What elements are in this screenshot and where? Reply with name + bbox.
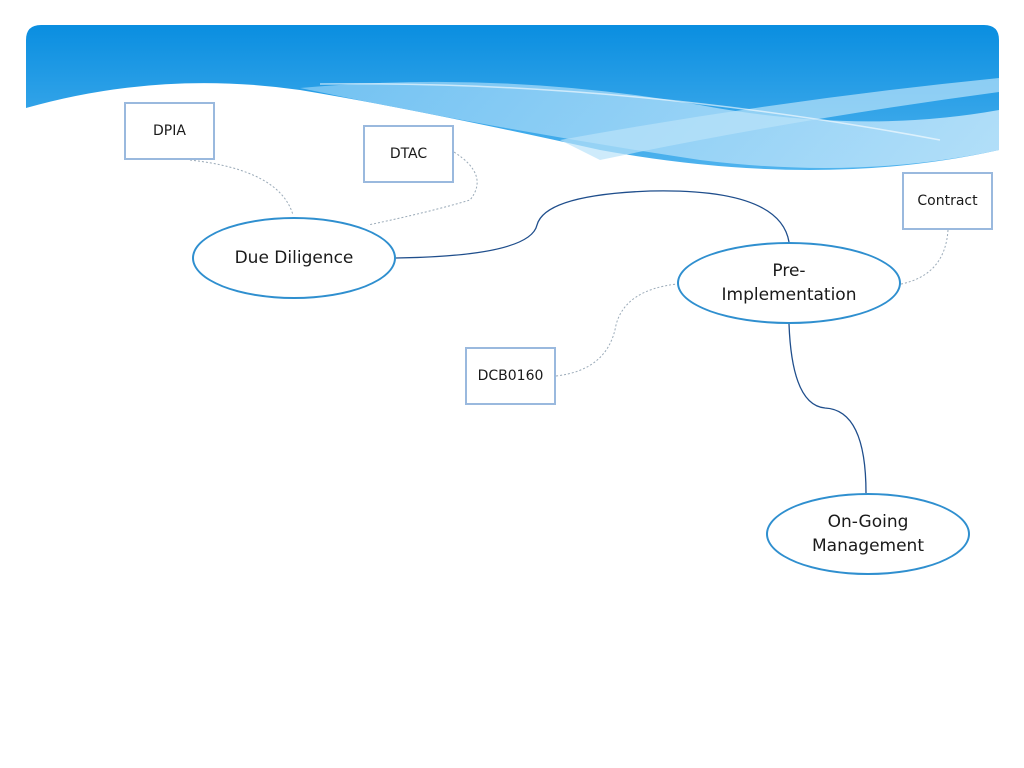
node-ongoing-management: On-Going Management <box>766 493 970 575</box>
connector-contract <box>900 229 949 285</box>
node-due-diligence-label: Due Diligence <box>234 248 354 268</box>
node-dcb0160: DCB0160 <box>465 347 556 405</box>
connector-pre-implementation-ongoing <box>788 323 867 494</box>
node-dtac-label: DTAC <box>389 146 428 162</box>
connector-due-diligence-pre-implementation <box>395 190 790 259</box>
header-wave-banner <box>26 25 999 170</box>
node-ongoing-management-label-line1: On-Going <box>827 512 909 532</box>
node-dpia-label: DPIA <box>153 123 186 139</box>
node-pre-implementation: Pre- Implementation <box>677 242 901 324</box>
node-contract: Contract <box>902 172 993 230</box>
node-pre-implementation-label-line2: Implementation <box>721 285 857 305</box>
node-dtac: DTAC <box>363 125 454 183</box>
node-contract-label: Contract <box>917 193 978 209</box>
connector-dcb0160 <box>555 283 678 377</box>
node-dcb0160-label: DCB0160 <box>477 368 544 384</box>
node-due-diligence: Due Diligence <box>192 217 396 299</box>
connector-dpia <box>189 159 294 216</box>
node-ongoing-management-label-line2: Management <box>812 536 924 556</box>
node-dpia: DPIA <box>124 102 215 160</box>
node-pre-implementation-label-line1: Pre- <box>772 261 806 281</box>
